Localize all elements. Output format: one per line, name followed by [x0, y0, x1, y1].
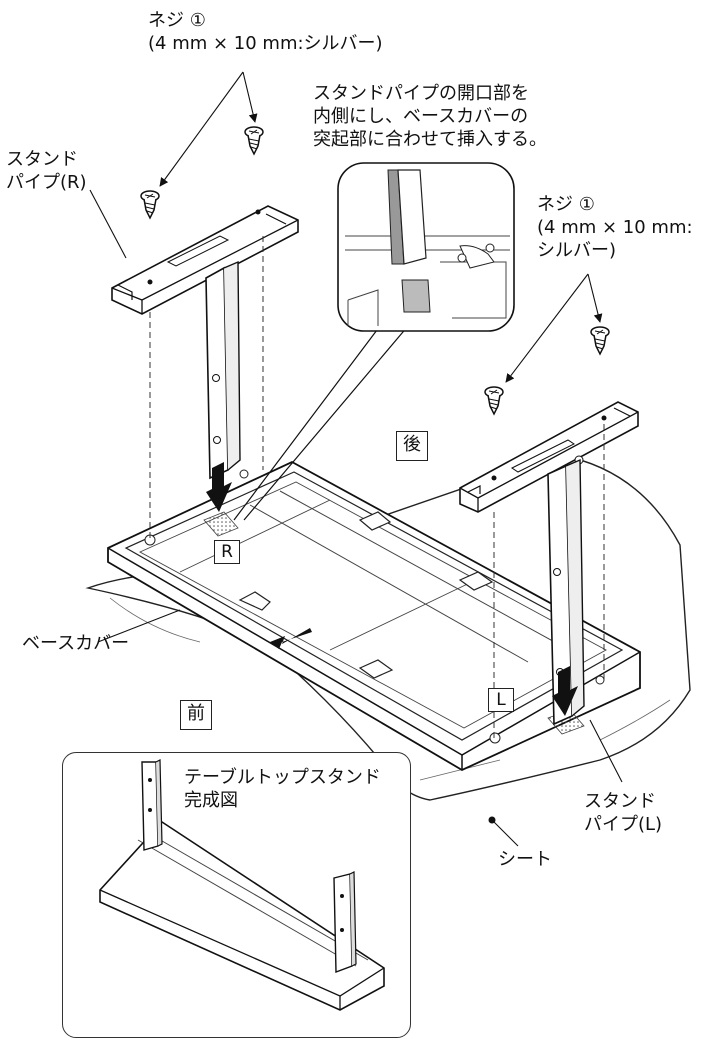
mark-l: L: [488, 688, 514, 712]
stand-pipe-l: [459, 401, 639, 738]
stand-pipe-r-label: スタンド パイプ(R): [6, 149, 87, 193]
insert-arrow-l: [552, 666, 578, 716]
stand-pipe-l-label: スタンド パイプ(L): [584, 791, 663, 835]
stand-pipe-r: [111, 205, 299, 540]
instruction-text: スタンドパイプの開口部を 内側にし、ベースカバーの 突起部に合わせて挿入する。: [313, 83, 547, 150]
completed-label: テーブルトップスタンド 完成図: [184, 767, 381, 811]
detail-callout: [337, 162, 515, 332]
slot-r: [203, 511, 239, 537]
screw-label-right: ネジ ① (4 mm × 10 mm: シルバー): [537, 194, 693, 261]
front-direction-arrow: [270, 628, 312, 649]
base-cover-label: ベースカバー: [22, 633, 130, 654]
mark-r: R: [214, 540, 240, 564]
front-label: 前: [180, 700, 212, 730]
insert-arrow-r: [206, 462, 232, 512]
sheet-label: シート: [498, 849, 552, 870]
back-label: 後: [396, 431, 428, 461]
screw-label-top: ネジ ① (4 mm × 10 mm:シルバー): [148, 10, 383, 54]
